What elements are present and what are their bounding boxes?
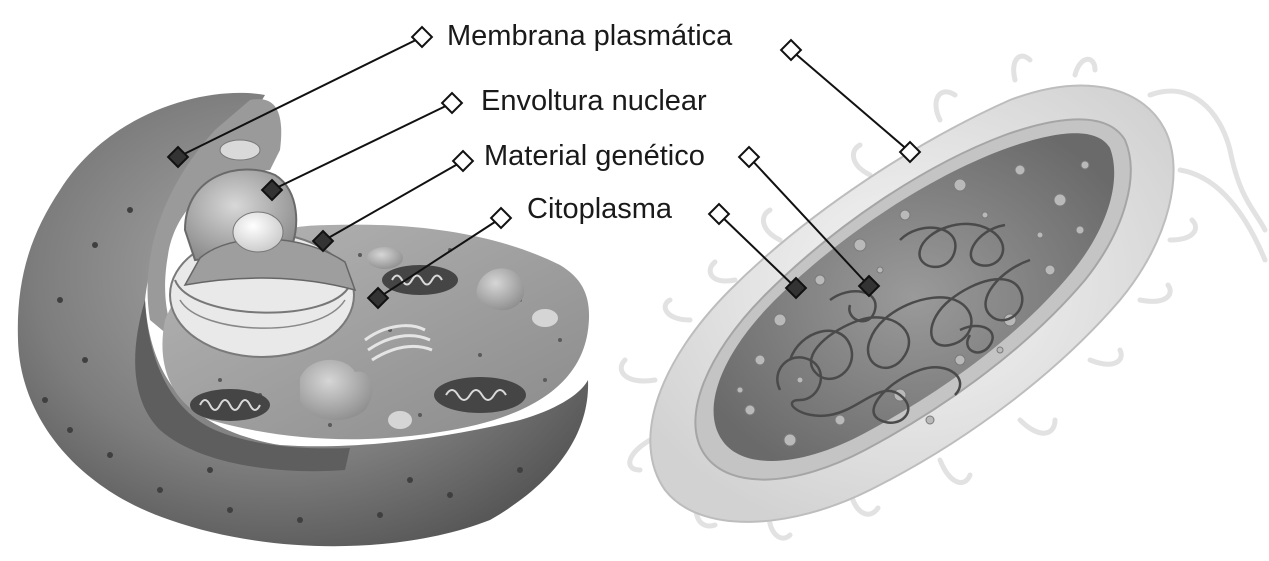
- marker-nuclear-label: [442, 93, 462, 113]
- leader-membrane-right: [791, 50, 910, 152]
- label-citoplasma: Citoplasma: [527, 193, 673, 225]
- prokaryotic-cell-illustration: [621, 56, 1265, 538]
- marker-membrane-label-left: [412, 27, 432, 47]
- labels: Membrana plasmática Envoltura nuclear Ma…: [447, 20, 733, 225]
- marker-cytoplasm-label-left: [491, 208, 511, 228]
- label-material-genetico: Material genético: [484, 140, 705, 172]
- label-membrana-plasmatica: Membrana plasmática: [447, 20, 733, 52]
- leader-nuclear-envelope: [272, 103, 452, 190]
- label-envoltura-nuclear: Envoltura nuclear: [481, 85, 707, 117]
- marker-genetic-label-left: [453, 151, 473, 171]
- nucleus: [170, 170, 355, 357]
